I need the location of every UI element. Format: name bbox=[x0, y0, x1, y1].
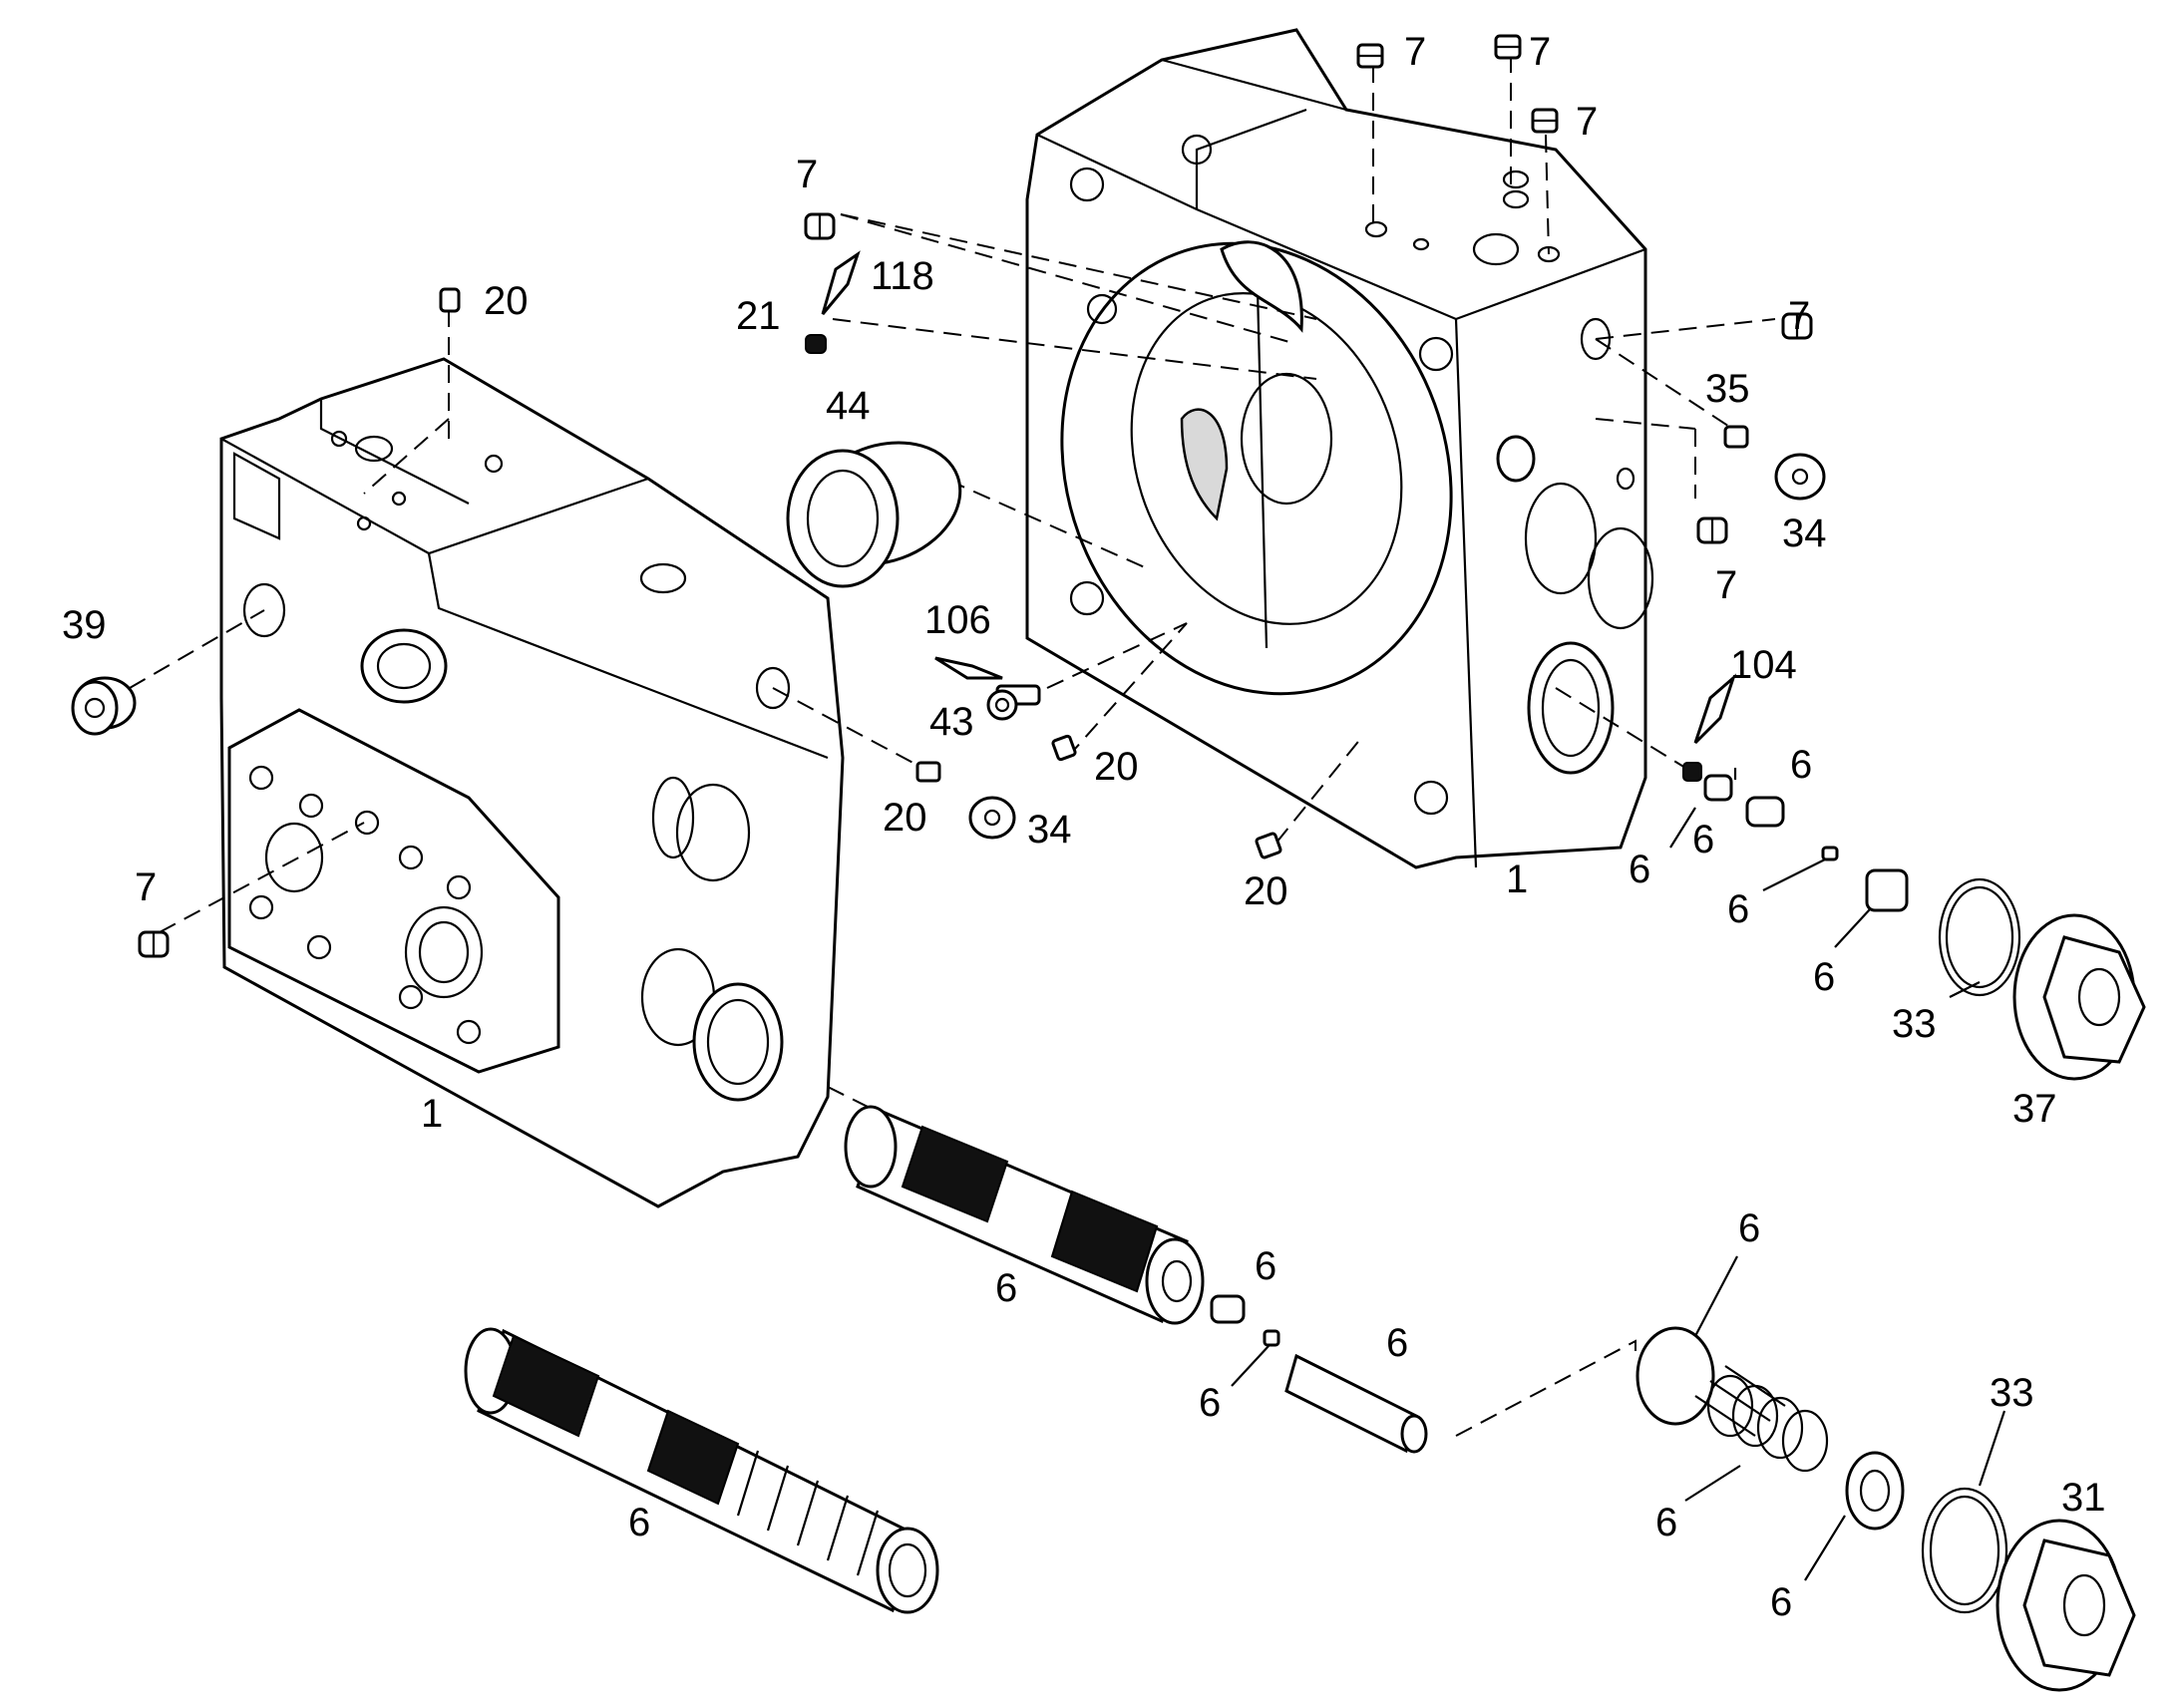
plug-21 bbox=[805, 334, 827, 354]
leader-lines bbox=[129, 55, 1776, 1437]
callout-21: 21 bbox=[736, 294, 781, 338]
screw-7-right-lower bbox=[1696, 516, 1728, 544]
callout-7: 7 bbox=[1404, 30, 1426, 74]
callout-6: 6 bbox=[1386, 1321, 1408, 1365]
marker-118 bbox=[821, 250, 861, 315]
callout-106: 106 bbox=[924, 598, 991, 642]
part-6-nut bbox=[1745, 796, 1785, 828]
part-6-plunger bbox=[1284, 1353, 1418, 1454]
screw-7-right-upper bbox=[1781, 312, 1813, 340]
left-valve-housing bbox=[219, 357, 845, 1208]
callout-37: 37 bbox=[2012, 1087, 2057, 1131]
callout-6: 6 bbox=[1770, 1580, 1792, 1624]
callout-104: 104 bbox=[1730, 643, 1797, 687]
part-6-seat bbox=[1703, 774, 1733, 802]
plug-34-left bbox=[968, 796, 1016, 840]
callout-6: 6 bbox=[1255, 1244, 1276, 1288]
screw-43 bbox=[986, 684, 1041, 721]
callout-6: 6 bbox=[1629, 848, 1650, 891]
setscrew-20-left bbox=[915, 761, 941, 783]
callout-6: 6 bbox=[1692, 818, 1714, 861]
callout-6: 6 bbox=[995, 1266, 1017, 1310]
callout-31: 31 bbox=[2061, 1476, 2106, 1520]
callout-7: 7 bbox=[796, 153, 818, 196]
callout-34: 34 bbox=[1782, 512, 1827, 555]
callout-44: 44 bbox=[826, 384, 871, 428]
callout-1: 1 bbox=[421, 1092, 443, 1136]
part-6-seat-lower bbox=[1210, 1294, 1246, 1324]
screw-7-top-a bbox=[1356, 43, 1384, 69]
screw-7-top-b bbox=[1494, 34, 1522, 60]
bearing-44 bbox=[786, 441, 962, 588]
oring-33-right bbox=[1938, 877, 2021, 997]
small-parts-lower bbox=[1210, 1294, 1428, 1454]
screw-7-top-c bbox=[1531, 108, 1559, 134]
callout-6: 6 bbox=[1790, 743, 1812, 787]
spool-lower bbox=[464, 1327, 939, 1614]
callout-6: 6 bbox=[1199, 1381, 1221, 1425]
plug-39 bbox=[71, 676, 137, 736]
setscrew-20-bottom bbox=[1255, 832, 1282, 859]
plug-34-right bbox=[1774, 453, 1826, 501]
callout-7: 7 bbox=[1576, 100, 1598, 144]
small-parts bbox=[71, 34, 2146, 1081]
part-6-bush bbox=[1865, 868, 1909, 912]
callout-33: 33 bbox=[1892, 1002, 1937, 1046]
callout-6: 6 bbox=[1727, 887, 1749, 931]
spool-upper bbox=[844, 1105, 1205, 1325]
callout-1: 1 bbox=[1506, 857, 1528, 901]
callout-43: 43 bbox=[929, 700, 974, 744]
part-6-pin-a bbox=[1682, 762, 1702, 782]
callout-7: 7 bbox=[1529, 30, 1551, 74]
callout-20: 20 bbox=[1094, 745, 1139, 789]
callout-7: 7 bbox=[1788, 294, 1810, 338]
screw-7-left-lower bbox=[138, 930, 170, 958]
callout-33: 33 bbox=[1990, 1371, 2034, 1415]
callout-35: 35 bbox=[1705, 367, 1750, 411]
marker-106 bbox=[934, 656, 1003, 680]
cap-37 bbox=[2012, 913, 2146, 1081]
setscrew-20-top bbox=[439, 287, 461, 313]
callout-6: 6 bbox=[1655, 1501, 1677, 1544]
screw-7-left-upper bbox=[804, 212, 836, 240]
part-6-pin-lower bbox=[1263, 1329, 1280, 1347]
callout-20: 20 bbox=[484, 279, 529, 323]
marker-104 bbox=[1693, 673, 1737, 745]
callout-7: 7 bbox=[135, 865, 157, 909]
callout-20: 20 bbox=[1244, 869, 1288, 913]
part-6-pin-b bbox=[1821, 846, 1839, 861]
label-leaders bbox=[1231, 768, 2006, 1581]
callout-labels: 7 7 7 7 118 21 44 20 39 7 35 34 7 106 43… bbox=[62, 30, 2106, 1624]
callout-6: 6 bbox=[628, 1501, 650, 1544]
callout-6: 6 bbox=[1813, 955, 1835, 999]
callout-39: 39 bbox=[62, 603, 107, 647]
callout-118: 118 bbox=[871, 254, 934, 298]
plug-35 bbox=[1723, 425, 1749, 449]
right-valve-housing bbox=[1025, 28, 1654, 869]
spring-assembly-bottom bbox=[1635, 1326, 2136, 1692]
setscrew-20-mid bbox=[1051, 734, 1077, 762]
callout-7: 7 bbox=[1715, 563, 1737, 607]
callout-6: 6 bbox=[1738, 1206, 1760, 1250]
callout-20: 20 bbox=[883, 796, 927, 840]
callout-34: 34 bbox=[1027, 808, 1072, 852]
